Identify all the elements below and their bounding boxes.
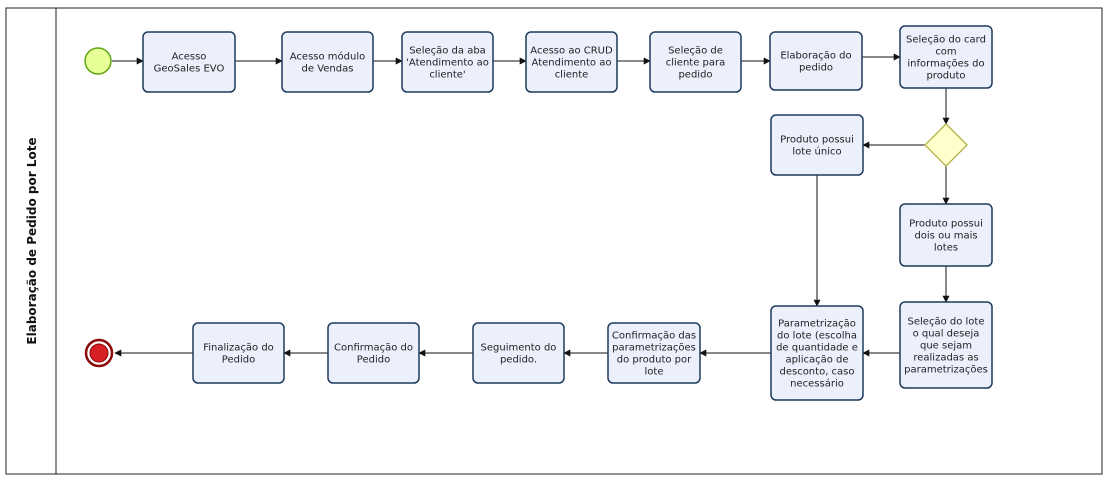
task-label: Atendimento ao	[532, 58, 612, 69]
task-label: Confirmação do	[334, 343, 413, 354]
task-label: produto	[926, 71, 965, 82]
task-label: parametrizações	[904, 365, 988, 376]
task-label: Seleção da aba	[409, 46, 486, 57]
task-box	[769, 31, 863, 91]
task-box	[401, 31, 494, 93]
sequence-flows	[112, 53, 950, 357]
task-label: Seleção de	[668, 46, 723, 57]
task-box	[281, 31, 374, 93]
task-label: Parametrização	[778, 319, 856, 330]
task-box	[770, 114, 864, 176]
task-label: Produto possui	[909, 219, 983, 230]
task-box	[607, 322, 701, 384]
task-label: dois ou mais	[914, 231, 977, 242]
task-label: cliente	[555, 70, 589, 81]
task-label: pedido	[678, 70, 712, 81]
task-label: Acesso módulo	[290, 51, 365, 63]
task-label: Acesso	[172, 52, 207, 63]
task-label: Seleção do lote	[908, 317, 985, 328]
exclusive-gateway	[924, 123, 968, 167]
task-label: de quantidade e	[776, 343, 858, 354]
task-label: Pedido	[357, 355, 390, 366]
task-label: cliente para	[666, 58, 726, 69]
task-label: realizadas as	[913, 353, 978, 364]
task-label: pedido	[799, 63, 833, 74]
task-label: GeoSales EVO	[154, 64, 225, 75]
task-box	[192, 322, 285, 384]
task-label: lote	[645, 367, 664, 378]
task-box	[899, 301, 993, 389]
task-label: cliente'	[429, 70, 465, 81]
lane-title: Elaboração de Pedido por Lote	[25, 137, 39, 344]
task-label: Seguimento do	[481, 343, 557, 354]
task-label: aplicação de	[785, 355, 848, 366]
task-label: lote único	[792, 146, 841, 158]
task-label: necessário	[790, 378, 844, 390]
task-box	[770, 305, 864, 401]
task-label: do lote (escolha	[777, 331, 857, 342]
task-box	[649, 31, 742, 93]
task-label: lotes	[934, 243, 958, 254]
task-box	[899, 203, 993, 267]
task-box	[472, 322, 565, 384]
task-label: Produto possui	[780, 135, 854, 146]
task-label: parametrizações	[612, 343, 696, 354]
task-label: Elaboração do	[780, 51, 851, 62]
task-label: o qual deseja	[913, 329, 980, 340]
task-label: Finalização do	[203, 343, 274, 354]
task-label: que sejam	[920, 341, 972, 352]
task-label: Acesso ao CRUD	[530, 46, 613, 57]
end-event	[89, 343, 109, 363]
task-label: 'Atendimento ao	[406, 58, 489, 69]
task-label: informações do	[907, 59, 984, 70]
task-box	[142, 31, 236, 93]
task-box	[525, 31, 618, 93]
task-label: Pedido	[222, 355, 255, 366]
task-label: Seleção do card	[906, 35, 986, 46]
start-event	[84, 47, 112, 75]
task-label: com	[935, 47, 956, 58]
task-box	[327, 322, 420, 384]
task-label: do produto por	[617, 355, 692, 366]
task-box	[899, 25, 993, 89]
task-label: pedido.	[500, 355, 537, 366]
task-label: Confirmação das	[612, 331, 696, 342]
task-label: de Vendas	[302, 64, 354, 75]
task-label: desconto, caso	[779, 367, 854, 378]
